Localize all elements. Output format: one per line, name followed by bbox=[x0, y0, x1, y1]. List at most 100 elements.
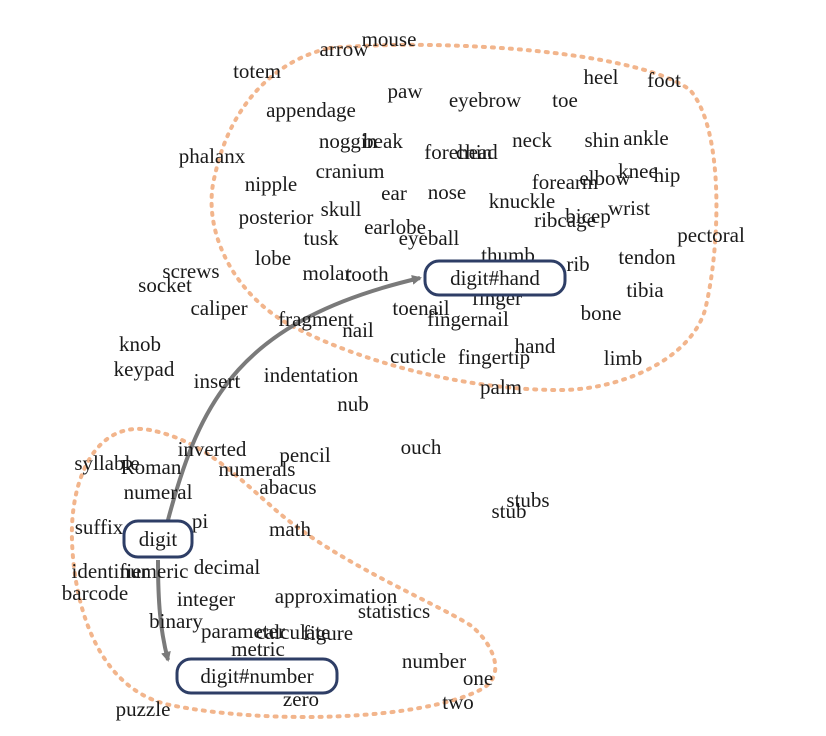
word-label: paw bbox=[388, 79, 424, 103]
word-label: number bbox=[402, 649, 466, 673]
word-label: limb bbox=[604, 346, 643, 370]
word-label: stubs bbox=[506, 488, 549, 512]
word-label: ribcage bbox=[534, 208, 596, 232]
digit-hand-node[interactable]: digit#hand bbox=[423, 259, 567, 297]
word-label: statistics bbox=[358, 599, 430, 623]
word-label: caliper bbox=[190, 296, 247, 320]
word-label: cuticle bbox=[390, 344, 446, 368]
hand-cluster-outline bbox=[209, 42, 719, 393]
word-label: forehead bbox=[424, 140, 498, 164]
word-label: inverted bbox=[178, 437, 247, 461]
word-label: toe bbox=[552, 88, 578, 112]
word-label: earlobe bbox=[364, 215, 426, 239]
arrow-to-hand-sense bbox=[166, 274, 422, 521]
word-label: fingertip bbox=[458, 345, 530, 369]
word-label: syllable bbox=[74, 451, 139, 475]
word-label: chin bbox=[456, 140, 493, 164]
digit-number-node-label: digit#number bbox=[200, 664, 313, 688]
word-label: fragment bbox=[278, 307, 354, 331]
word-label: forearm bbox=[532, 170, 598, 194]
word-label: molar bbox=[303, 261, 352, 285]
word-label: tooth bbox=[345, 262, 389, 286]
word-label: pencil bbox=[279, 443, 330, 467]
word-label: math bbox=[269, 517, 311, 541]
word-label: numerals bbox=[219, 457, 296, 481]
word-label: neck bbox=[512, 128, 552, 152]
word-label: toenail bbox=[392, 296, 449, 320]
digit-node[interactable]: digit bbox=[122, 519, 194, 559]
word-label: abacus bbox=[259, 475, 316, 499]
word-label: hand bbox=[515, 334, 556, 358]
word-label: screws bbox=[162, 259, 219, 283]
word-label: shin bbox=[584, 128, 620, 152]
word-label: cranium bbox=[316, 159, 385, 183]
word-label: totem bbox=[233, 59, 281, 83]
word-label: beak bbox=[363, 129, 403, 153]
word-label: puzzle bbox=[116, 697, 171, 721]
word-label: figure bbox=[303, 621, 353, 645]
word-label: tendon bbox=[618, 245, 676, 269]
number-cluster-outline bbox=[69, 426, 498, 719]
word-label: calculate bbox=[256, 620, 331, 644]
word-label: phalanx bbox=[179, 144, 246, 168]
word-label: identifier bbox=[72, 559, 149, 583]
word-label: heel bbox=[584, 65, 619, 89]
word-label: Roman bbox=[121, 455, 182, 479]
word-label: wrist bbox=[608, 196, 650, 220]
word-label: pi bbox=[192, 509, 209, 533]
word-label: bone bbox=[581, 301, 622, 325]
word-label: suffix bbox=[75, 515, 124, 539]
word-label: eyebrow bbox=[449, 88, 522, 112]
word-label: integer bbox=[177, 587, 235, 611]
word-label: tibia bbox=[626, 278, 664, 302]
word-label: nub bbox=[337, 392, 369, 416]
word-label: lobe bbox=[255, 246, 291, 270]
word-label: palm bbox=[480, 375, 522, 399]
arrow-to-number-sense bbox=[156, 559, 171, 662]
word-label: metric bbox=[231, 637, 285, 661]
word-label: ankle bbox=[623, 126, 668, 150]
word-label: arrow bbox=[320, 37, 370, 61]
word-label: noggin bbox=[319, 129, 378, 153]
word-label: ear bbox=[381, 181, 407, 205]
word-label: socket bbox=[138, 273, 192, 297]
word-label: approximation bbox=[275, 584, 398, 608]
word-label: nipple bbox=[245, 172, 298, 196]
word-label: nail bbox=[342, 318, 374, 342]
word-label: numeral bbox=[124, 480, 193, 504]
word-label: bicep bbox=[565, 204, 610, 228]
word-label: appendage bbox=[266, 98, 356, 122]
word-label: stub bbox=[491, 499, 526, 523]
digit-node-label: digit bbox=[139, 527, 178, 551]
word-label: numeric bbox=[120, 559, 189, 583]
word-label: mouse bbox=[362, 27, 417, 51]
word-label: barcode bbox=[62, 581, 128, 605]
word-label: ouch bbox=[401, 435, 442, 459]
word-label: fingernail bbox=[427, 307, 509, 331]
word-label: keypad bbox=[114, 357, 175, 381]
word-label: elbow bbox=[579, 166, 631, 190]
digit-hand-node-label: digit#hand bbox=[450, 266, 540, 290]
word-label: rib bbox=[566, 252, 589, 276]
word-label: pectoral bbox=[677, 223, 745, 247]
word-label: knuckle bbox=[489, 189, 555, 213]
word-label: decimal bbox=[194, 555, 261, 579]
word-label: hip bbox=[654, 163, 681, 187]
word-label: posterior bbox=[239, 205, 314, 229]
digit-number-node[interactable]: digit#number bbox=[175, 657, 339, 695]
word-label: skull bbox=[321, 197, 362, 221]
word-label: knob bbox=[119, 332, 161, 356]
word-label: eyeball bbox=[399, 226, 460, 250]
word-label: tusk bbox=[303, 226, 339, 250]
word-label: binary bbox=[149, 609, 203, 633]
word-label: indentation bbox=[264, 363, 359, 387]
word-label: two bbox=[442, 690, 474, 714]
word-label: knee bbox=[618, 159, 658, 183]
word-label: nose bbox=[428, 180, 467, 204]
word-label: foot bbox=[647, 68, 681, 92]
word-label: parameter bbox=[201, 619, 285, 643]
word-label: insert bbox=[194, 369, 241, 393]
word-label: one bbox=[463, 666, 493, 690]
